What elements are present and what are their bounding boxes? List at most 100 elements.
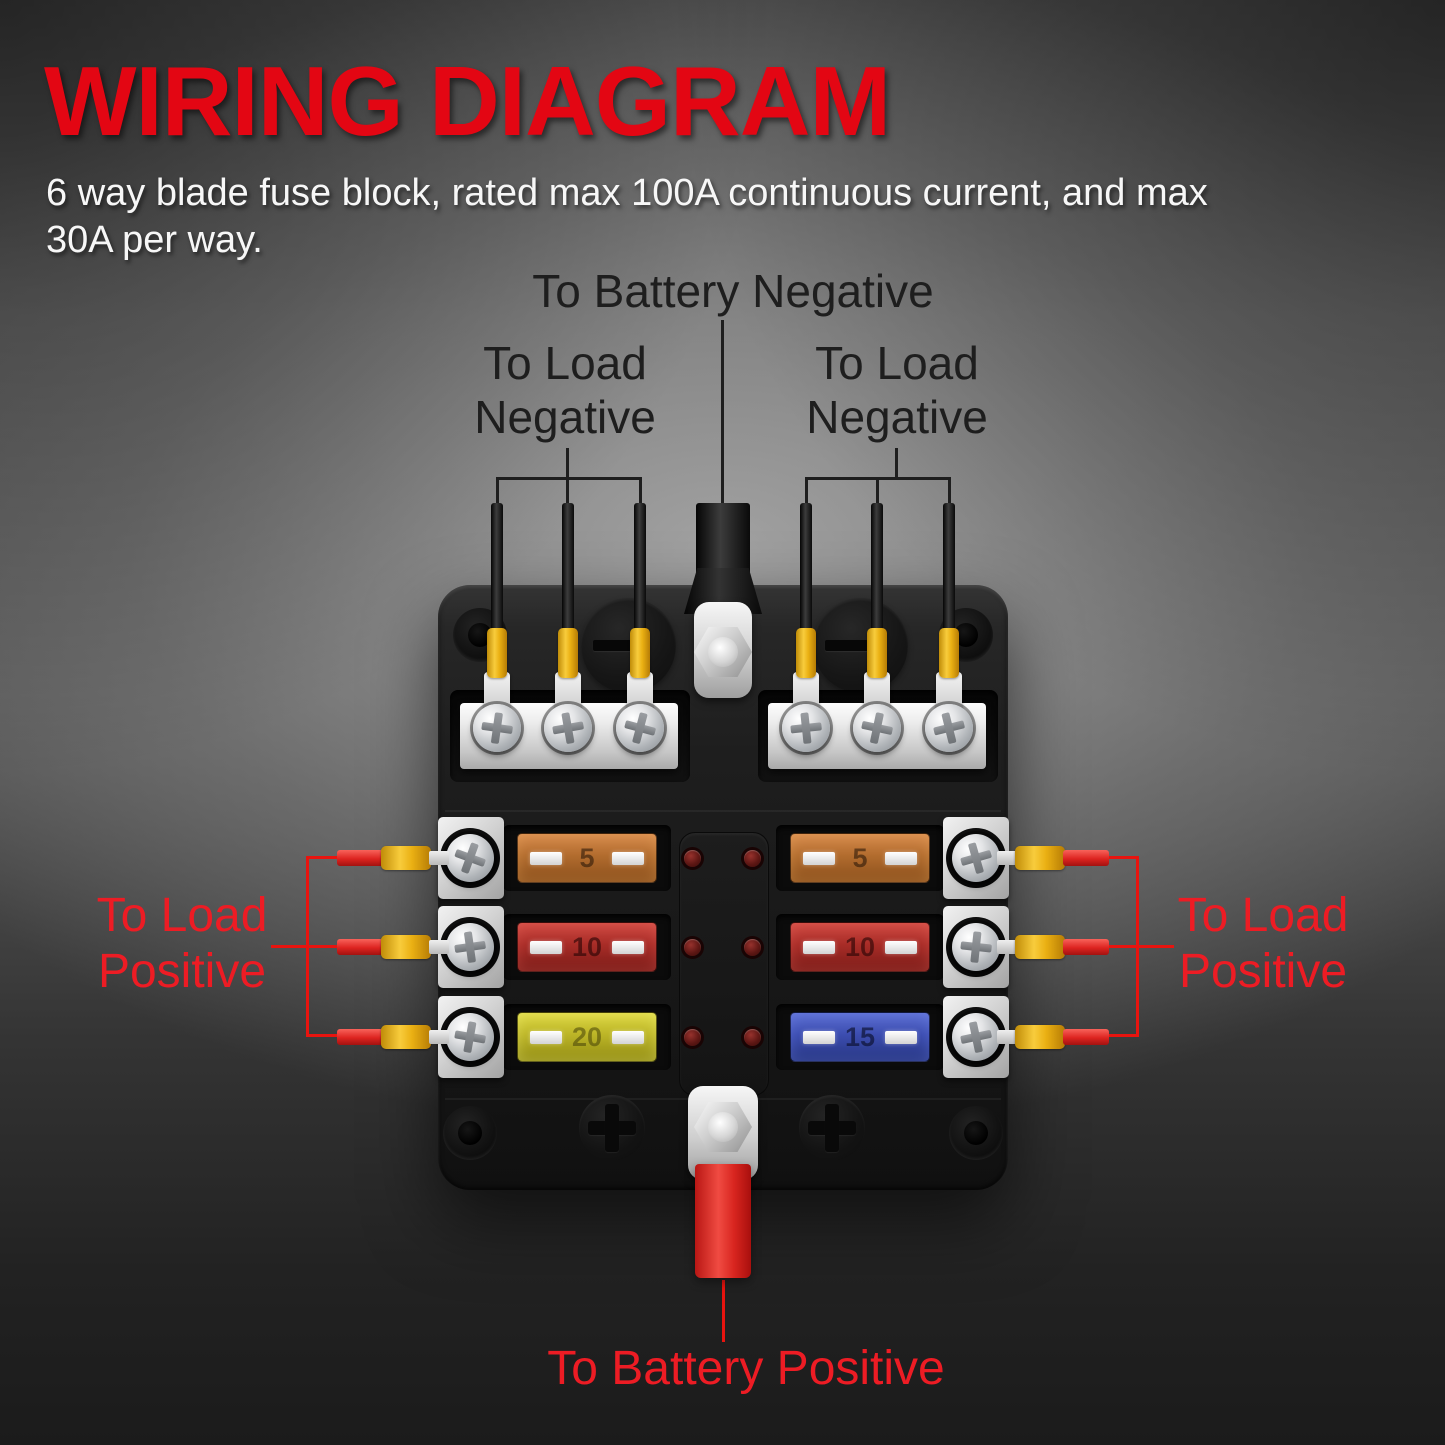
fuse-10a-left: 10 xyxy=(517,922,657,972)
line-bracket-stub xyxy=(306,1034,339,1037)
fuse-blade xyxy=(884,940,917,954)
terminal-screw xyxy=(446,1013,494,1061)
fuse-blade xyxy=(803,1030,835,1044)
led-indicator xyxy=(684,1029,701,1046)
wire-ferrule xyxy=(381,1025,431,1049)
led-indicator xyxy=(684,939,701,956)
led-indicator xyxy=(744,1029,761,1046)
line-bracket-drop xyxy=(566,479,569,505)
wire-ferrule xyxy=(867,628,887,678)
fuse-blade xyxy=(612,851,644,865)
line-bracket-stub xyxy=(306,856,339,859)
line-load-negative-left-bracket xyxy=(496,477,642,480)
line-bracket-drop xyxy=(639,479,642,505)
fuse-15a-right: 15 xyxy=(790,1012,930,1062)
wire-tab xyxy=(429,1030,449,1044)
line-load-negative-left-stem xyxy=(566,448,569,478)
wire-tab xyxy=(429,940,449,954)
label-battery-positive: To Battery Positive xyxy=(547,1342,945,1395)
subtitle: 6 way blade fuse block, rated max 100A c… xyxy=(46,170,1208,264)
terminal-screw xyxy=(925,704,973,752)
wire-ferrule xyxy=(796,628,816,678)
fuse-blade xyxy=(530,1030,562,1044)
led-indicator xyxy=(744,850,761,867)
led-indicator xyxy=(684,850,701,867)
wire-ferrule xyxy=(939,628,959,678)
fuse-blade xyxy=(803,851,835,865)
minus-mold-icon xyxy=(813,598,908,693)
mounting-hole xyxy=(949,1106,1003,1160)
fuse-10a-right: 10 xyxy=(790,922,930,972)
wire-ferrule xyxy=(381,935,431,959)
fuse-5a-left: 5 xyxy=(517,833,657,883)
led-panel xyxy=(679,832,769,1096)
terminal-screw xyxy=(544,704,592,752)
load-negative-wire xyxy=(800,503,812,633)
plus-mold-icon xyxy=(799,1095,865,1161)
wire-ferrule xyxy=(558,628,578,678)
wire-ferrule xyxy=(1015,1025,1065,1049)
plus-mold-icon xyxy=(579,1095,645,1161)
load-positive-wire xyxy=(1063,1029,1109,1045)
terminal-screw xyxy=(952,923,1000,971)
wire-ferrule xyxy=(487,628,507,678)
fuse-blade xyxy=(530,940,562,954)
fuse-blade xyxy=(611,940,644,954)
line-battery-positive xyxy=(722,1280,725,1342)
load-negative-wire xyxy=(871,503,883,633)
terminal-screw xyxy=(616,704,664,752)
wire-tab xyxy=(429,851,449,865)
terminal-screw xyxy=(952,834,1000,882)
fuse-blade xyxy=(611,1030,644,1044)
line-battery-negative xyxy=(721,320,724,503)
load-positive-wire xyxy=(337,1029,383,1045)
line-bracket-drop xyxy=(496,479,499,505)
line-bracket-stub xyxy=(1106,856,1139,859)
subtitle-line-1: 6 way blade fuse block, rated max 100A c… xyxy=(46,172,1208,214)
line-load-positive-right-stem xyxy=(1106,945,1174,948)
load-positive-wire xyxy=(337,850,383,866)
load-negative-wire xyxy=(491,503,503,633)
label-load-positive-right: To Load Positive xyxy=(1177,889,1349,998)
led-indicator xyxy=(744,939,761,956)
battery-negative-stud xyxy=(708,637,738,667)
terminal-screw xyxy=(952,1013,1000,1061)
fuse-blade xyxy=(803,940,835,954)
battery-positive-stud xyxy=(708,1112,738,1142)
label-load-positive-left: To Load Positive xyxy=(96,889,268,998)
label-load-negative-left: To Load Negative xyxy=(474,337,656,443)
wire-ferrule xyxy=(381,846,431,870)
page-title: WIRING DIAGRAM xyxy=(44,46,891,156)
load-positive-wire xyxy=(1063,850,1109,866)
terminal-screw xyxy=(446,923,494,971)
wire-tab xyxy=(997,940,1017,954)
load-positive-wire xyxy=(1063,939,1109,955)
fuse-blade xyxy=(885,851,917,865)
load-negative-wire xyxy=(943,503,955,633)
terminal-screw xyxy=(473,704,521,752)
mounting-hole xyxy=(443,1106,497,1160)
line-load-negative-right-stem xyxy=(895,448,898,478)
line-load-positive-left-stem xyxy=(271,945,339,948)
load-negative-wire xyxy=(562,503,574,633)
label-battery-negative: To Battery Negative xyxy=(532,265,934,317)
subtitle-line-2: 30A per way. xyxy=(46,219,263,261)
terminal-screw xyxy=(853,704,901,752)
wire-ferrule xyxy=(1015,935,1065,959)
line-load-negative-right-bracket xyxy=(805,477,951,480)
fuse-blade xyxy=(530,851,562,865)
line-bracket-drop xyxy=(805,479,808,505)
label-load-negative-right: To Load Negative xyxy=(806,337,988,443)
battery-negative-wire xyxy=(696,503,750,575)
wire-ferrule xyxy=(630,628,650,678)
terminal-screw xyxy=(782,704,830,752)
load-positive-wire xyxy=(337,939,383,955)
line-bracket-stub xyxy=(1106,1034,1139,1037)
fuse-20a-left: 20 xyxy=(517,1012,657,1062)
line-bracket-drop xyxy=(948,479,951,505)
terminal-screw xyxy=(446,834,494,882)
battery-positive-wire xyxy=(695,1164,751,1278)
wire-tab xyxy=(997,1030,1017,1044)
body-seam xyxy=(445,810,1001,812)
